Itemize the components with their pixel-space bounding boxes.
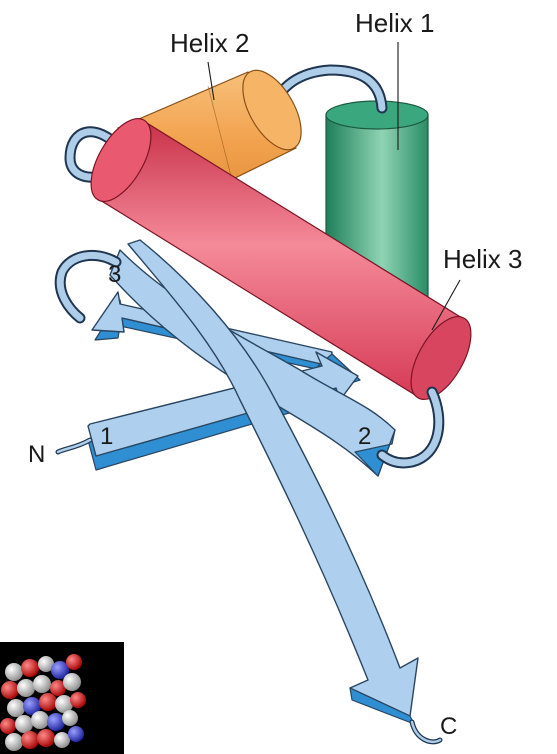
helix-3-label: Helix 3 [443,244,522,274]
helix-1-label: Helix 1 [355,8,434,38]
loop-n-terminus [58,440,90,452]
loop-c-terminus [412,722,440,742]
strand-2-number: 2 [358,423,371,450]
space-filling-model-thumbnail [0,642,124,754]
helix-2-label: Helix 2 [170,28,249,58]
n-terminus-label: N [28,441,45,468]
c-terminus-label: C [440,713,457,740]
strand-3-number: 3 [108,261,121,288]
strand-1-number: 1 [100,423,113,450]
